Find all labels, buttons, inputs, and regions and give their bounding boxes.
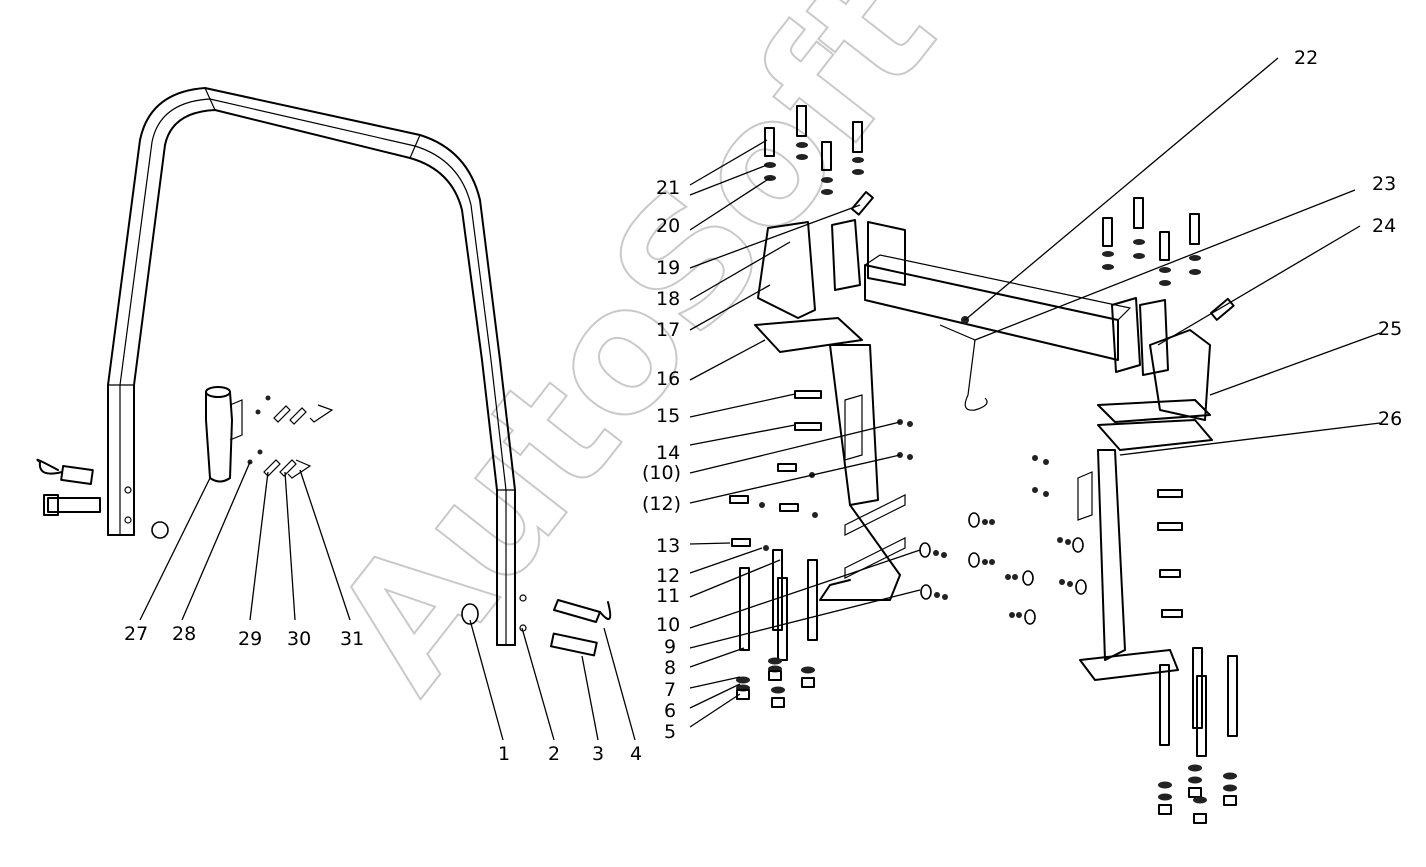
callout-23: 23	[1372, 173, 1396, 195]
callout-25: 25	[1378, 318, 1402, 340]
hook-rod	[939, 324, 988, 411]
callout-19: 19	[656, 257, 680, 279]
callout-11: 11	[656, 585, 680, 607]
callout-10-ref: (10)	[642, 462, 681, 484]
callout-26: 26	[1378, 408, 1402, 430]
callout-16: 16	[656, 368, 680, 390]
callout-15: 15	[656, 405, 680, 427]
callout-labels: 1 2 3 4 5 6 7 8 9 10 11 12 13 (12) (10) …	[124, 47, 1402, 765]
callout-10: 10	[656, 614, 680, 636]
long-bolts	[739, 549, 1238, 757]
left-mounting-bracket	[754, 221, 906, 601]
leader-lines	[139, 57, 1381, 741]
cross-beam	[831, 219, 1169, 376]
center-bottom-hardware	[461, 599, 612, 657]
nut-clusters	[736, 657, 1237, 824]
callout-1: 1	[498, 743, 510, 765]
callout-20: 20	[656, 215, 680, 237]
callout-27: 27	[124, 623, 148, 645]
callout-24: 24	[1372, 215, 1396, 237]
callout-14: 14	[656, 442, 680, 464]
callout-5: 5	[664, 721, 676, 743]
callout-2: 2	[548, 743, 560, 765]
callout-29: 29	[238, 628, 262, 650]
callout-21: 21	[656, 177, 680, 199]
callout-9: 9	[664, 636, 676, 658]
callout-31: 31	[340, 628, 364, 650]
callout-28: 28	[172, 623, 196, 645]
callout-4: 4	[630, 743, 642, 765]
callout-12-ref: (12)	[642, 493, 681, 515]
callout-17: 17	[656, 319, 680, 341]
callout-30: 30	[287, 628, 311, 650]
left-pin-and-bolt	[36, 458, 169, 539]
roll-bar-frame	[107, 87, 527, 646]
callout-12: 12	[656, 565, 680, 587]
callout-6: 6	[664, 700, 676, 722]
callout-7: 7	[664, 679, 676, 701]
callout-8: 8	[664, 657, 676, 679]
socket-tube	[205, 386, 243, 483]
callout-3: 3	[592, 743, 604, 765]
top-washers	[764, 142, 1201, 286]
small-pin-parts-upper	[255, 395, 334, 425]
callout-18: 18	[656, 288, 680, 310]
side-bolts	[729, 390, 1183, 618]
right-mounting-bracket	[1077, 329, 1213, 681]
callout-22: 22	[1294, 47, 1318, 69]
callout-13: 13	[656, 535, 680, 557]
